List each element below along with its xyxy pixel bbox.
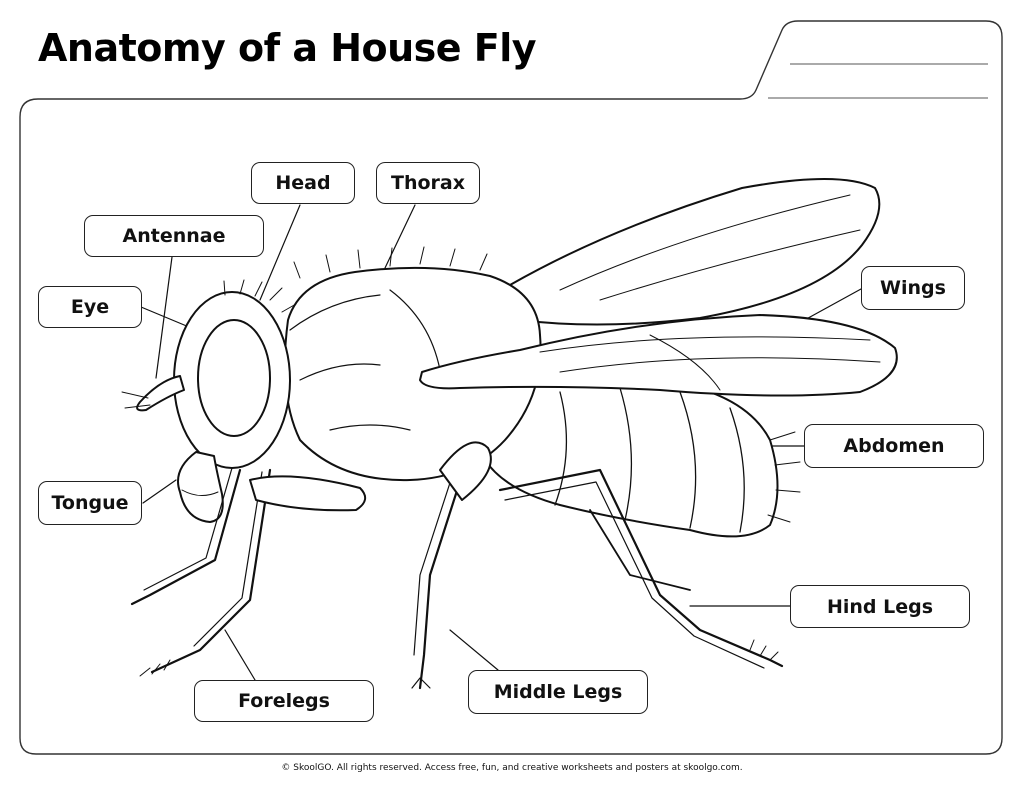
leader-forelegs [224, 629, 256, 681]
foreleg-1 [130, 468, 242, 606]
label-tongue: Tongue [38, 481, 142, 525]
label-abdomen: Abdomen [804, 424, 984, 468]
hind-leg-1 [498, 468, 784, 668]
leader-thorax [384, 204, 416, 269]
label-wings: Wings [861, 266, 965, 310]
leader-middle-legs [449, 629, 499, 671]
label-middle-legs: Middle Legs [468, 670, 648, 714]
page-title: Anatomy of a House Fly [38, 26, 537, 70]
back-wing [509, 178, 881, 326]
leader-tongue [142, 479, 177, 504]
eye-shape [197, 319, 271, 437]
label-antennae: Antennae [84, 215, 264, 257]
antenna [136, 375, 185, 412]
foreleg-2 [150, 468, 272, 674]
front-wing [419, 314, 898, 397]
copyright-footer: © SkoolGO. All rights reserved. Access f… [281, 763, 743, 773]
label-forelegs: Forelegs [194, 680, 374, 722]
proboscis [177, 451, 224, 523]
frame-border [19, 20, 1003, 755]
label-eye: Eye [38, 286, 142, 328]
label-thorax: Thorax [376, 162, 480, 204]
label-head: Head [251, 162, 355, 204]
leader-head [259, 204, 301, 301]
label-hind-legs: Hind Legs [790, 585, 970, 628]
leader-antennae [155, 256, 173, 379]
hind-leg-2 [589, 509, 691, 591]
middle-leg [418, 448, 472, 690]
